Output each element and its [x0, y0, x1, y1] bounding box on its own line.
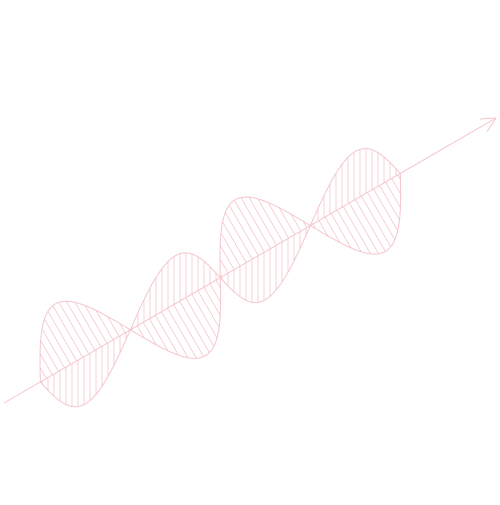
propagation-axis — [3, 117, 497, 404]
arrowhead-icon — [479, 117, 497, 132]
